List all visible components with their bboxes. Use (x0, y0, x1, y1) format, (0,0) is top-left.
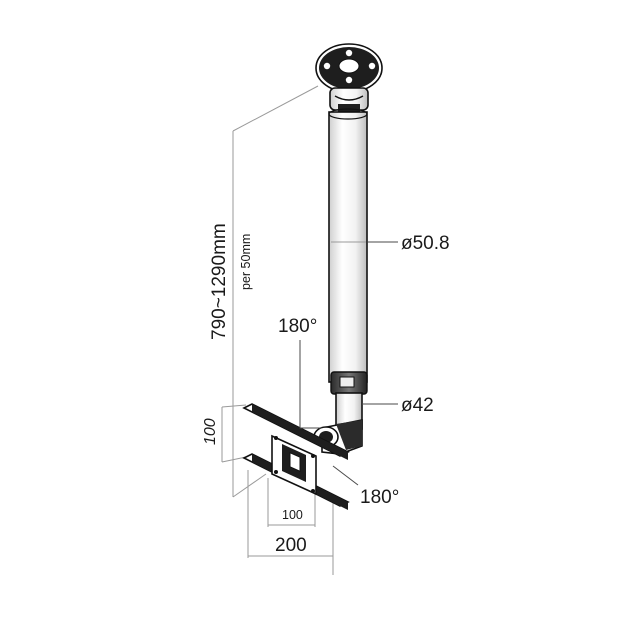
vesa-width-dimensions (247, 470, 334, 575)
vesa-height-ext-bottom (221, 456, 247, 463)
upper-pole-top-edge (328, 108, 368, 120)
rotation-head-label: 180° (278, 316, 317, 337)
vesa-hole-br (311, 489, 315, 493)
pole-diameter-bottom-label: ø42 (401, 395, 434, 416)
vesa-height-label: 100 (202, 418, 219, 445)
leader-rotation-plate (332, 465, 359, 486)
vesa-hole-tr (311, 454, 315, 458)
ceiling-plate-hole-bottom (345, 76, 353, 84)
vesa-outer-width-label: 200 (275, 535, 307, 556)
vesa-rail-top-edge (252, 404, 348, 460)
vesa-height-ext-top (221, 404, 247, 408)
height-extension-top (232, 85, 319, 132)
vesa-hole-bl (274, 470, 278, 474)
ceiling-plate-hole-left (323, 62, 331, 70)
pole-diameter-top-label: ø50.8 (401, 233, 450, 254)
vesa-inner-width-label: 100 (282, 508, 303, 522)
upper-joint-ridge (334, 95, 364, 101)
rotation-plate-label: 180° (360, 487, 399, 508)
upper-pole (328, 108, 368, 383)
height-dimension (232, 85, 319, 498)
leader-rotation-head (299, 340, 322, 429)
vesa-plate (242, 403, 350, 510)
sliding-collar-window (339, 376, 355, 388)
sliding-collar (330, 371, 368, 395)
length-step-label: per 50mm (239, 234, 253, 290)
ceiling-plate-center-hole (338, 58, 360, 74)
ceiling-plate (315, 43, 383, 93)
length-range-label: 790~1290mm (209, 223, 230, 340)
leader-lines (299, 241, 398, 486)
vesa-center-slot (289, 452, 301, 472)
tilt-head-shadow (336, 420, 362, 450)
vesa-height-dimension (221, 404, 247, 463)
vesa-hole-tl (274, 436, 278, 440)
upper-pole-tube (328, 111, 368, 383)
ceiling-plate-hole-right (368, 62, 376, 70)
ceiling-plate-hole-top (345, 49, 353, 57)
height-extension-bottom (232, 473, 267, 498)
